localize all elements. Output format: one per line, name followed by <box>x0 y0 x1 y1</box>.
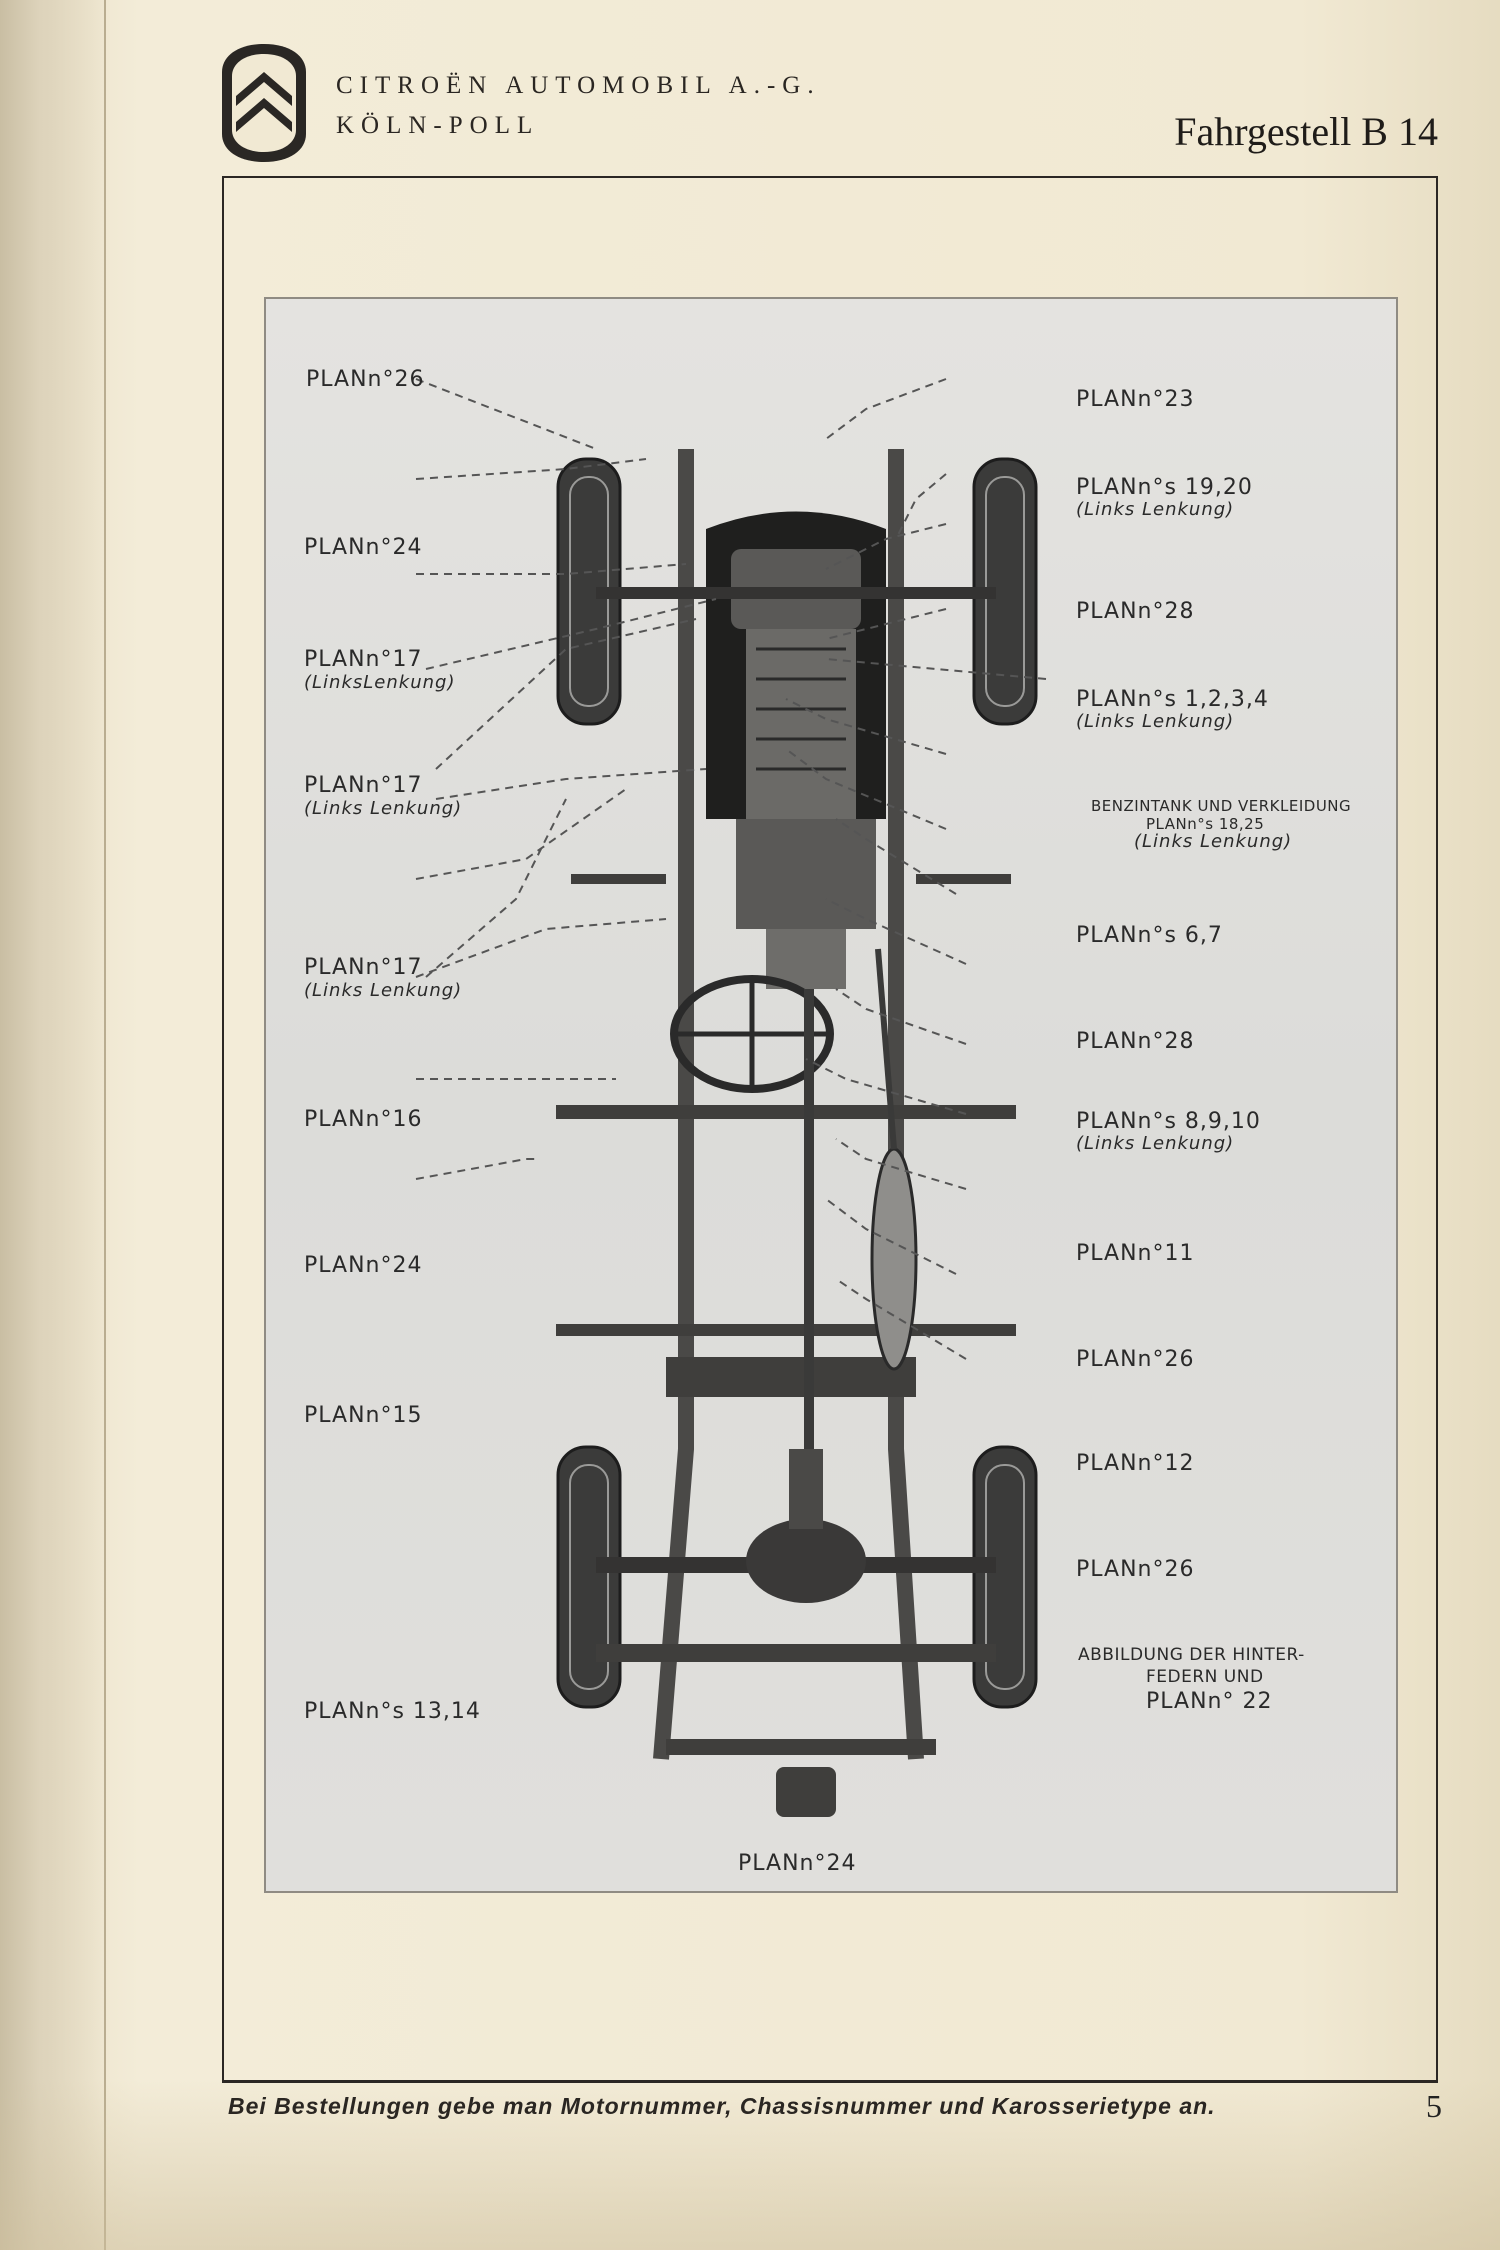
callout-plan-1-4: PLANn°s 1,2,3,4 <box>1076 687 1269 712</box>
callout-plan-22: PLANn° 22 <box>1146 1689 1273 1714</box>
order-note: Bei Bestellungen gebe man Motornummer, C… <box>228 2093 1216 2119</box>
callout-plan-17-c-note: (Links Lenkung) <box>304 980 463 1001</box>
callout-plan-17-a-note: (LinksLenkung) <box>304 672 456 693</box>
company-location: KÖLN-POLL <box>336 112 540 139</box>
callout-plan-19-20-note: (Links Lenkung) <box>1076 499 1235 520</box>
callout-plan-19-20: PLANn°s 19,20 <box>1076 475 1253 500</box>
footer-rule <box>222 2081 1438 2083</box>
callout-plan-17-c: PLANn°17 <box>304 955 423 980</box>
callout-fuel-tank: BENZINTANK UND VERKLEIDUNG <box>1091 797 1352 815</box>
callout-plan-26-right-a: PLANn°26 <box>1076 1347 1195 1372</box>
chassis-illustration <box>415 378 1047 1817</box>
chassis-photo: PLANn°26 PLANn°24 PLANn°17 (LinksLenkung… <box>264 297 1398 1893</box>
callout-rear-springs: ABBILDUNG DER HINTER- <box>1078 1645 1305 1665</box>
callout-plan-6-7: PLANn°s 6,7 <box>1076 923 1223 948</box>
callout-plan-17-a: PLANn°17 <box>304 647 423 672</box>
callout-plan-15: PLANn°15 <box>304 1403 423 1428</box>
page-title: Fahrgestell B 14 <box>1174 109 1438 154</box>
page-number: 5 <box>1426 2088 1442 2124</box>
callout-plan-8-10-note: (Links Lenkung) <box>1076 1133 1235 1154</box>
callout-plan-16: PLANn°16 <box>304 1107 423 1132</box>
binding-shadow <box>0 0 110 2250</box>
callout-plan-13-14: PLANn°s 13,14 <box>304 1699 481 1724</box>
callout-plan-1-4-note: (Links Lenkung) <box>1076 711 1235 732</box>
callout-plan-11: PLANn°11 <box>1076 1241 1195 1266</box>
callout-plan-8-10: PLANn°s 8,9,10 <box>1076 1109 1261 1134</box>
callout-plan-26-right-b: PLANn°26 <box>1076 1557 1195 1582</box>
company-name: CITROËN AUTOMOBIL A.-G. <box>336 72 821 99</box>
callout-plan-24-left: PLANn°24 <box>304 535 423 560</box>
callout-plan-28-lower: PLANn°28 <box>1076 1029 1195 1054</box>
callout-rear-springs-line2: FEDERN UND <box>1146 1667 1264 1687</box>
callout-plan-26-left: PLANn°26 <box>306 367 425 392</box>
callout-plan-24-bottom: PLANn°24 <box>738 1851 857 1876</box>
callout-plan-28-upper: PLANn°28 <box>1076 599 1195 624</box>
callout-fuel-tank-note: (Links Lenkung) <box>1134 831 1293 852</box>
callout-plan-24-lower: PLANn°24 <box>304 1253 423 1278</box>
callout-plan-17-b-note: (Links Lenkung) <box>304 798 463 819</box>
paper-stain <box>0 2080 1500 2250</box>
callout-plan-23: PLANn°23 <box>1076 387 1195 412</box>
binding-edge <box>104 0 106 2250</box>
callout-fuel-tank-plan: PLANn°s 18,25 <box>1146 815 1265 833</box>
callout-plan-12: PLANn°12 <box>1076 1451 1195 1476</box>
citroen-logo-icon <box>222 44 306 162</box>
callout-plan-17-b: PLANn°17 <box>304 773 423 798</box>
